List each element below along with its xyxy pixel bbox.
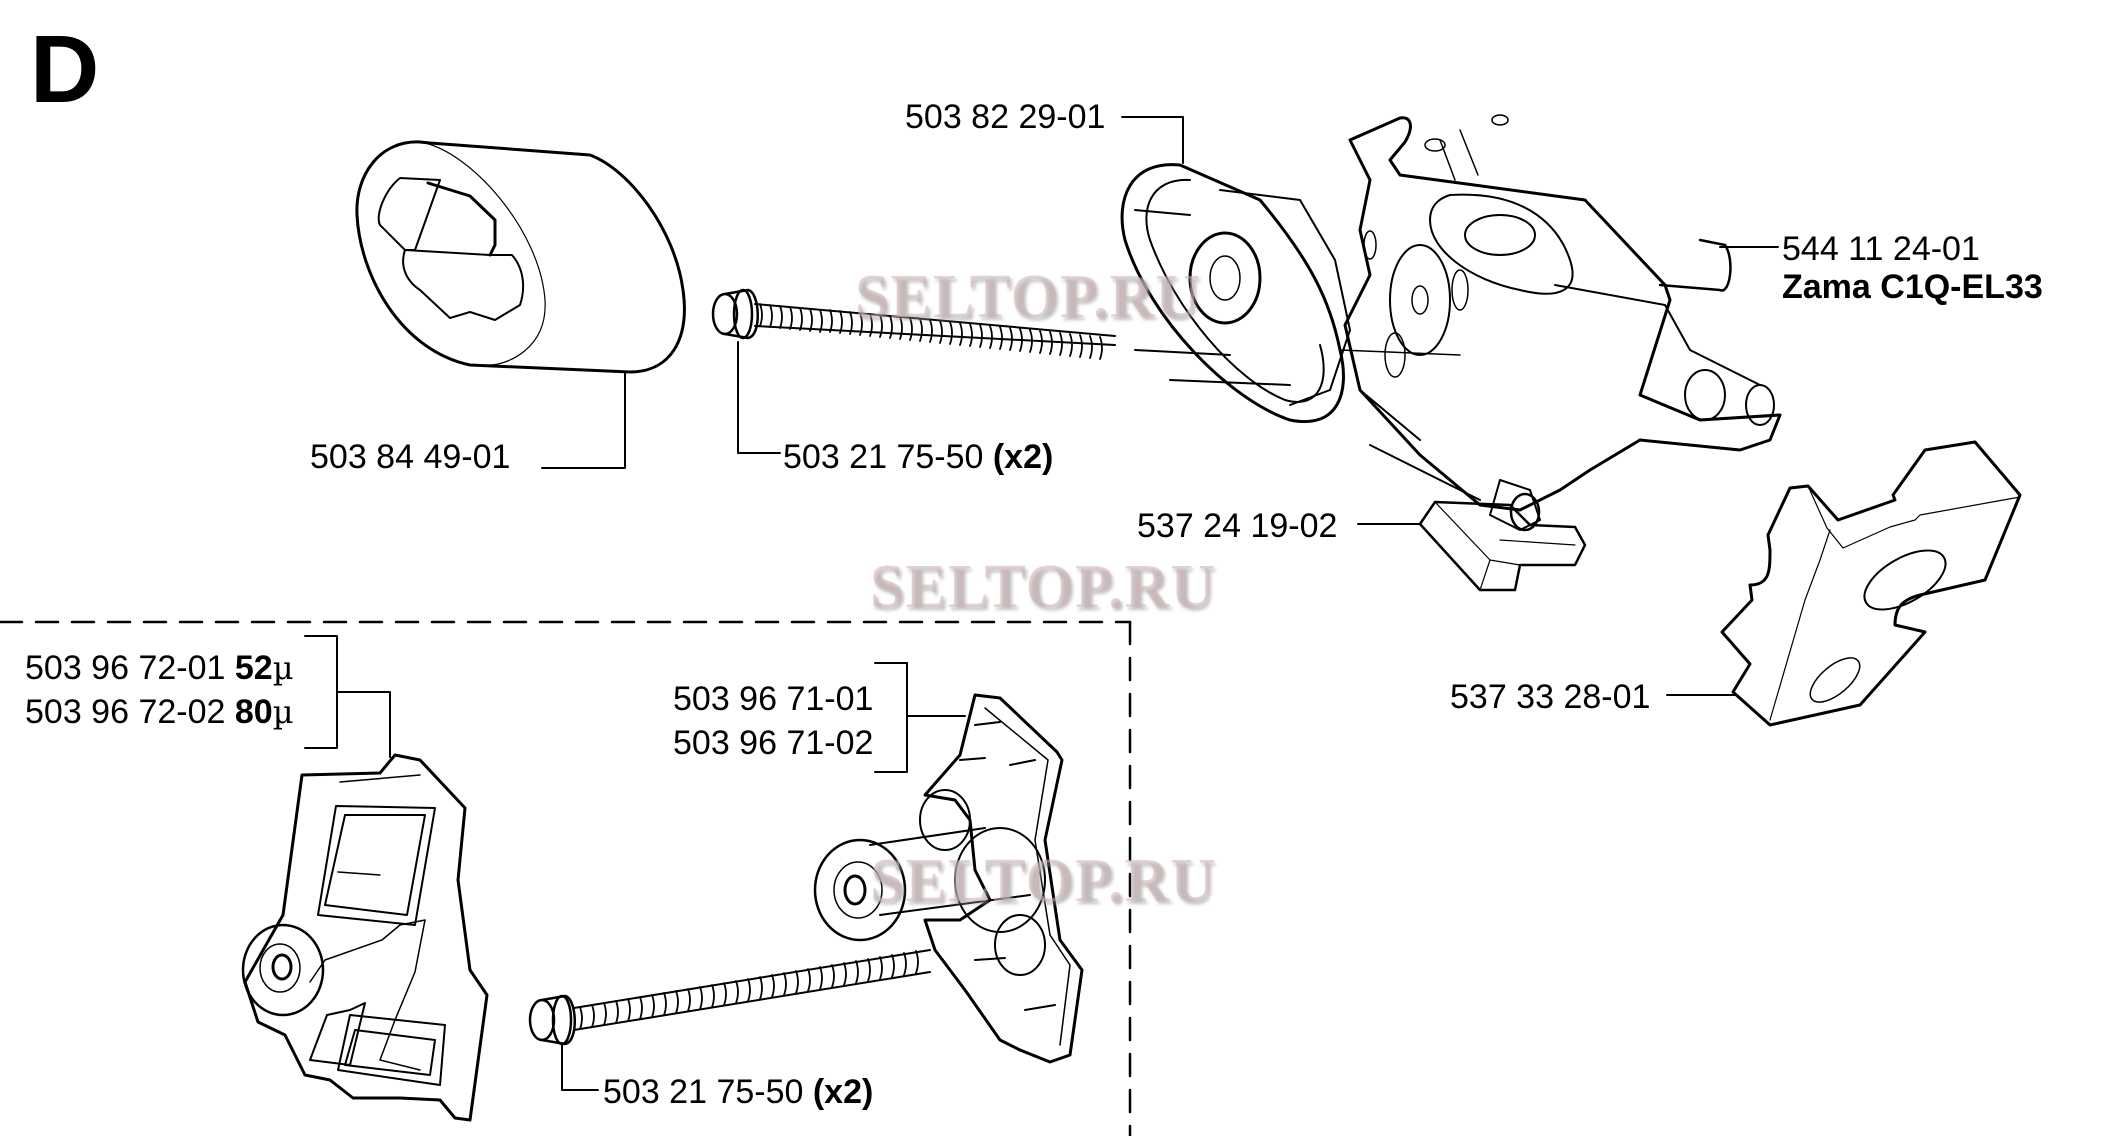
part-number: 544 11 24-01 bbox=[1782, 230, 1980, 268]
part-number: 503 21 75-50 bbox=[603, 1073, 804, 1111]
part-number: 503 96 72-01 bbox=[25, 649, 226, 687]
mesh-size: 80 bbox=[234, 693, 273, 731]
air-filter-drawing bbox=[355, 140, 686, 469]
watermark: SELTOP.RU bbox=[870, 847, 1217, 915]
part-label-carburetor: 544 11 24-01 Zama C1Q-EL33 bbox=[1782, 232, 2043, 304]
filter-base-drawing bbox=[813, 662, 1084, 1064]
part-label-bolt-bottom: 503 21 75-50 (x2) bbox=[603, 1075, 873, 1109]
variant-row: 503 96 72-01 52µ bbox=[25, 651, 293, 685]
part-label-filter-element: 503 96 72-01 52µ 503 96 72-02 80µ bbox=[25, 651, 293, 729]
watermark: SELTOP.RU bbox=[855, 263, 1202, 331]
part-label-bolt-top: 503 21 75-50 (x2) bbox=[783, 440, 1053, 474]
part-number: 537 33 28-01 bbox=[1450, 678, 1651, 716]
gasket-small-drawing bbox=[1357, 500, 1587, 592]
mesh-size: 52 bbox=[234, 649, 273, 687]
unit: µ bbox=[272, 649, 294, 687]
part-label-filter-base: 503 96 71-01 503 96 71-02 bbox=[673, 682, 873, 760]
part-number: 503 84 49-01 bbox=[310, 438, 511, 476]
section-letter: D bbox=[30, 16, 100, 123]
part-label-filter-holder: 503 82 29-01 bbox=[905, 100, 1105, 134]
part-label-gasket-small: 537 24 19-02 bbox=[1137, 509, 1337, 543]
part-label-air-filter: 503 84 49-01 bbox=[310, 440, 510, 474]
part-number: 503 96 71-01 bbox=[673, 680, 874, 718]
gasket-plate-drawing bbox=[1666, 440, 2022, 727]
part-number: 503 21 75-50 bbox=[783, 438, 984, 476]
part-number: 503 96 72-02 bbox=[25, 693, 226, 731]
filter-element-drawing bbox=[241, 635, 489, 1122]
part-label-gasket-plate: 537 33 28-01 bbox=[1450, 680, 1650, 714]
watermark: SELTOP.RU bbox=[870, 553, 1217, 621]
variant-row: 503 96 72-02 80µ bbox=[25, 695, 293, 729]
filter-holder-drawing bbox=[1120, 116, 1461, 423]
part-number: 503 96 71-02 bbox=[673, 724, 874, 762]
carburetor-drawing bbox=[1343, 114, 1782, 532]
part-number: 503 82 29-01 bbox=[905, 98, 1106, 136]
carburetor-model: Zama C1Q-EL33 bbox=[1782, 268, 2043, 306]
unit: µ bbox=[272, 693, 294, 731]
part-number: 537 24 19-02 bbox=[1137, 507, 1338, 545]
dashed-separator bbox=[0, 620, 1132, 1136]
quantity: (x2) bbox=[992, 438, 1054, 476]
bolt-bottom-drawing bbox=[528, 949, 931, 1091]
quantity: (x2) bbox=[812, 1073, 874, 1111]
bolt-top-drawing bbox=[711, 288, 1116, 454]
